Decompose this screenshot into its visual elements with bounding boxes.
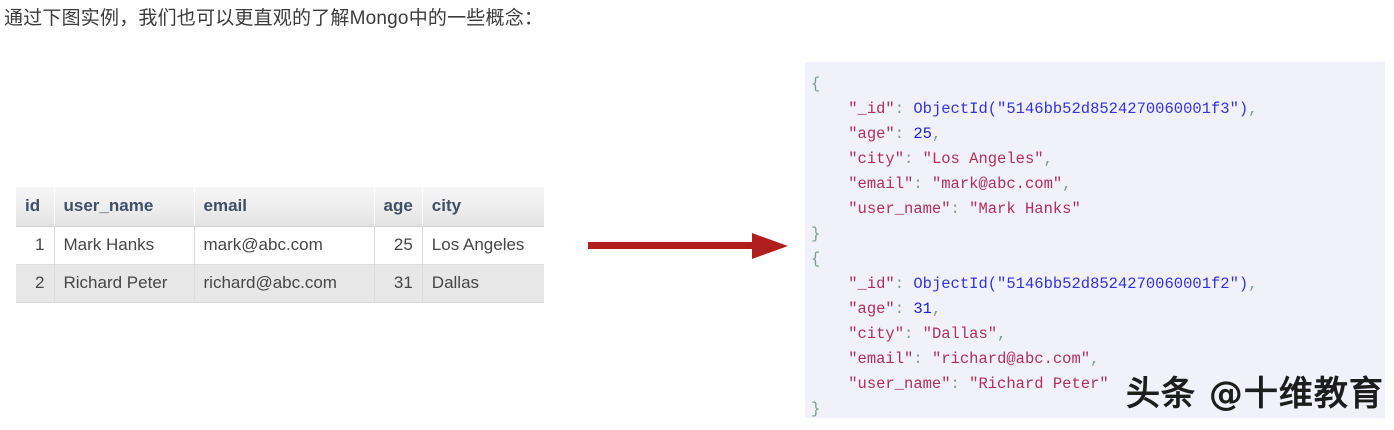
doc2-open-brace: { <box>811 250 821 268</box>
cell-id: 2 <box>16 264 55 303</box>
doc2-comma-age: , <box>931 300 942 318</box>
relational-table-container: id user_name email age city 1 Mark Hanks… <box>16 187 545 303</box>
cell-age: 25 <box>374 226 423 265</box>
doc1-comma-id: , <box>1248 100 1258 118</box>
doc1-comma-email: , <box>1062 175 1072 193</box>
doc2-value-id: ObjectId("5146bb52d8524270060001f2") <box>913 275 1249 293</box>
doc1-value-user-name: "Mark Hanks" <box>969 200 1081 218</box>
doc1-key-email: "email" <box>848 175 914 193</box>
column-header-age: age <box>374 187 423 227</box>
doc2-comma-city: , <box>997 325 1007 343</box>
doc2-key-age: "age" <box>848 300 895 318</box>
cell-city: Dallas <box>422 264 545 303</box>
mongo-document: { "_id": ObjectId("5146bb52d852427006000… <box>811 75 1258 418</box>
doc2-key-user-name: "user_name" <box>848 375 951 393</box>
converts-to-arrow-icon <box>588 233 788 259</box>
doc1-comma-city: , <box>1043 150 1053 168</box>
doc1-value-age: 25 <box>913 125 932 143</box>
cell-email: richard@abc.com <box>194 264 375 303</box>
doc2-key-email: "email" <box>848 350 914 368</box>
doc2-key-city: "city" <box>848 325 905 343</box>
doc1-key-id: "_id" <box>848 100 895 118</box>
doc2-value-age: 31 <box>913 300 932 318</box>
doc1-comma-age: , <box>931 125 942 143</box>
table-row: 1 Mark Hanks mark@abc.com 25 Los Angeles <box>16 226 545 265</box>
column-header-id: id <box>16 187 55 227</box>
cell-user-name: Mark Hanks <box>54 226 195 265</box>
doc1-key-city: "city" <box>848 150 905 168</box>
mongo-document-panel: { "_id": ObjectId("5146bb52d852427006000… <box>805 62 1385 418</box>
doc2-comma-id: , <box>1248 275 1258 293</box>
doc1-key-user-name: "user_name" <box>848 200 951 218</box>
watermark-text: 头条 @十维教育 <box>1126 374 1384 414</box>
cell-user-name: Richard Peter <box>54 264 195 303</box>
doc1-value-city: "Los Angeles" <box>922 150 1044 168</box>
doc2-close-brace: } <box>811 400 821 418</box>
doc1-open-brace: { <box>811 75 821 93</box>
cell-id: 1 <box>16 226 55 265</box>
doc2-comma-email: , <box>1090 350 1100 368</box>
column-header-user-name: user_name <box>54 187 195 227</box>
doc1-key-age: "age" <box>848 125 895 143</box>
cell-age: 31 <box>374 264 423 303</box>
doc2-key-id: "_id" <box>848 275 895 293</box>
column-header-email: email <box>194 187 375 227</box>
table-row: 2 Richard Peter richard@abc.com 31 Dalla… <box>16 264 545 303</box>
doc2-value-city: "Dallas" <box>922 325 998 343</box>
doc1-close-brace: } <box>811 225 821 243</box>
column-header-city: city <box>422 187 545 227</box>
doc2-value-user-name: "Richard Peter" <box>969 375 1109 393</box>
cell-city: Los Angeles <box>422 226 545 265</box>
doc1-value-email: "mark@abc.com" <box>931 175 1063 193</box>
relational-table: id user_name email age city 1 Mark Hanks… <box>16 187 545 303</box>
doc2-value-email: "richard@abc.com" <box>931 350 1091 368</box>
page-intro-text: 通过下图实例，我们也可以更直观的了解Mongo中的一些概念： <box>4 8 544 29</box>
doc1-value-id: ObjectId("5146bb52d8524270060001f3") <box>913 100 1249 118</box>
cell-email: mark@abc.com <box>194 226 375 265</box>
table-header-row: id user_name email age city <box>16 187 545 227</box>
